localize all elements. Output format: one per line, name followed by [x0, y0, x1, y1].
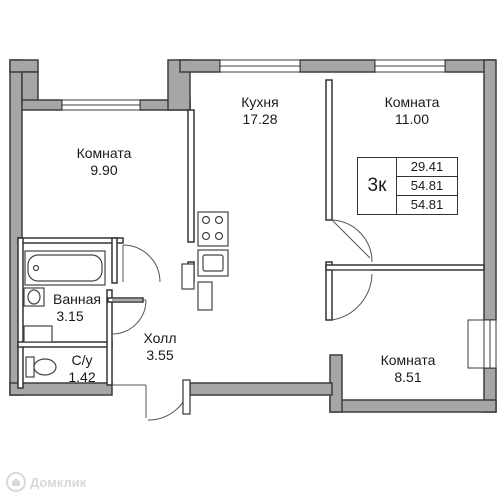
room-name: Комната — [76, 145, 132, 161]
entrance-door — [182, 379, 191, 415]
room-label-room-bottom-right: Комната 8.51 — [368, 352, 448, 386]
watermark: Домклик — [6, 470, 86, 494]
room-area: 8.51 — [394, 369, 422, 385]
room-area: 1.42 — [68, 369, 96, 385]
washbasin-icon — [23, 287, 45, 307]
room-label-bathroom: Ванная 3.15 — [44, 291, 110, 325]
apartment-summary-box: 3к 29.41 54.81 54.81 — [357, 157, 458, 215]
room-area: 9.90 — [90, 162, 118, 178]
room-area: 17.28 — [242, 111, 278, 127]
room-label-toilet: С/у 1.42 — [62, 352, 102, 386]
room-name: Ванная — [53, 291, 101, 307]
living-area: 29.41 — [410, 159, 444, 174]
stove-icon — [197, 211, 229, 247]
room-name: Комната — [384, 94, 440, 110]
cabinet-icon — [181, 263, 213, 311]
room-name: Кухня — [241, 94, 279, 110]
room-label-kitchen: Кухня 17.28 — [230, 94, 290, 128]
area-values: 29.41 54.81 54.81 — [396, 158, 457, 214]
total-area-secondary: 54.81 — [397, 195, 457, 214]
room-label-room-top-right: Комната 11.00 — [372, 94, 452, 128]
interior-walls — [17, 79, 485, 389]
room-name: Комната — [380, 352, 436, 368]
room-count: 3к — [367, 175, 387, 196]
room-area: 3.15 — [56, 308, 84, 324]
exterior-walls — [9, 59, 497, 413]
total-area: 54.81 — [397, 176, 457, 195]
bathtub-icon — [24, 250, 106, 286]
room-area: 11.00 — [395, 111, 429, 127]
doors — [111, 219, 373, 421]
windows — [61, 59, 497, 369]
room-name: С/у — [71, 352, 93, 368]
room-area: 3.55 — [146, 347, 174, 363]
toilet-icon — [25, 356, 57, 378]
kitchen-sink-icon — [197, 249, 229, 277]
room-label-hall: Холл 3.55 — [130, 330, 190, 364]
washing-machine-icon — [23, 325, 53, 343]
watermark-text: Домклик — [30, 474, 87, 490]
domclick-logo-icon — [6, 472, 26, 492]
room-name: Холл — [143, 330, 177, 346]
room-label-room-left: Комната 9.90 — [64, 145, 144, 179]
